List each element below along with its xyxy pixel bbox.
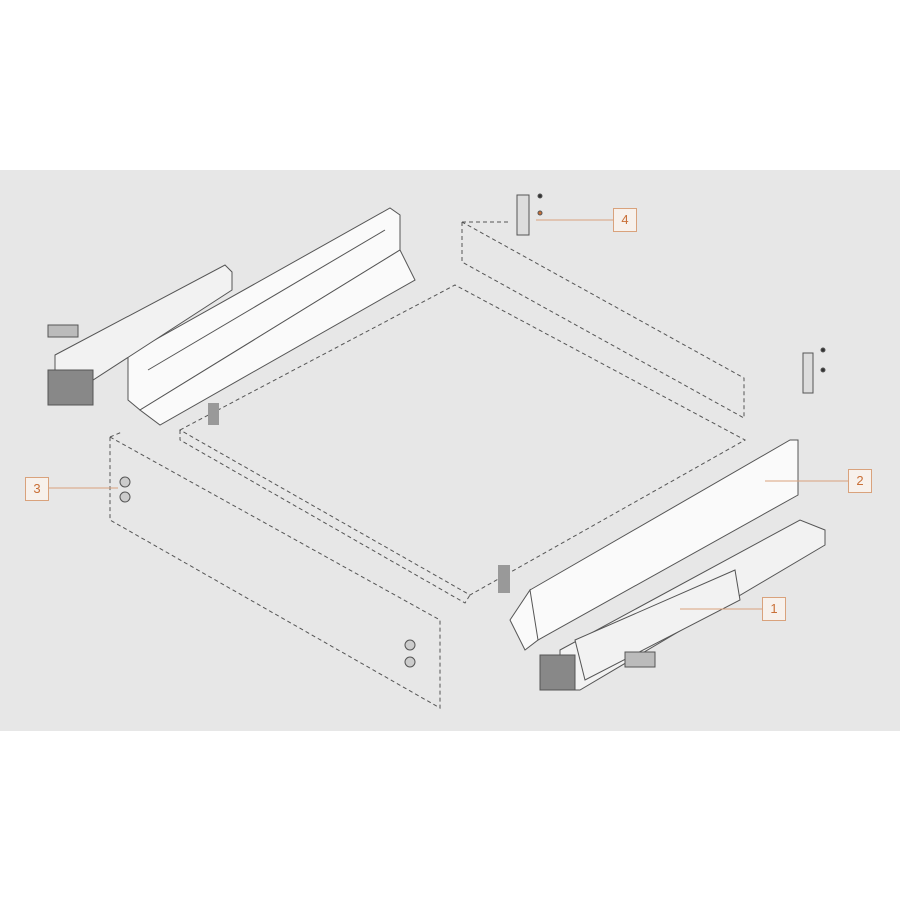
right-drawer-side xyxy=(509,439,799,651)
callout-4: 4 xyxy=(613,208,637,232)
bottom-panel-outline xyxy=(178,284,747,604)
callout-2: 2 xyxy=(848,469,872,493)
right-clip xyxy=(498,565,510,593)
leader-lines xyxy=(48,219,848,610)
left-runner xyxy=(47,264,233,406)
left-drawer-side xyxy=(127,207,416,426)
front-bracket-left xyxy=(119,476,131,503)
back-bracket-top xyxy=(516,193,543,236)
diagram-background xyxy=(0,170,900,731)
callout-3: 3 xyxy=(25,477,49,501)
right-runner xyxy=(539,519,826,691)
left-clip xyxy=(208,403,219,425)
back-bracket-right xyxy=(802,347,826,394)
front-panel-outline xyxy=(109,431,441,709)
callout-1: 1 xyxy=(762,597,786,621)
back-panel-outline xyxy=(461,221,745,419)
front-bracket-right xyxy=(404,639,416,668)
